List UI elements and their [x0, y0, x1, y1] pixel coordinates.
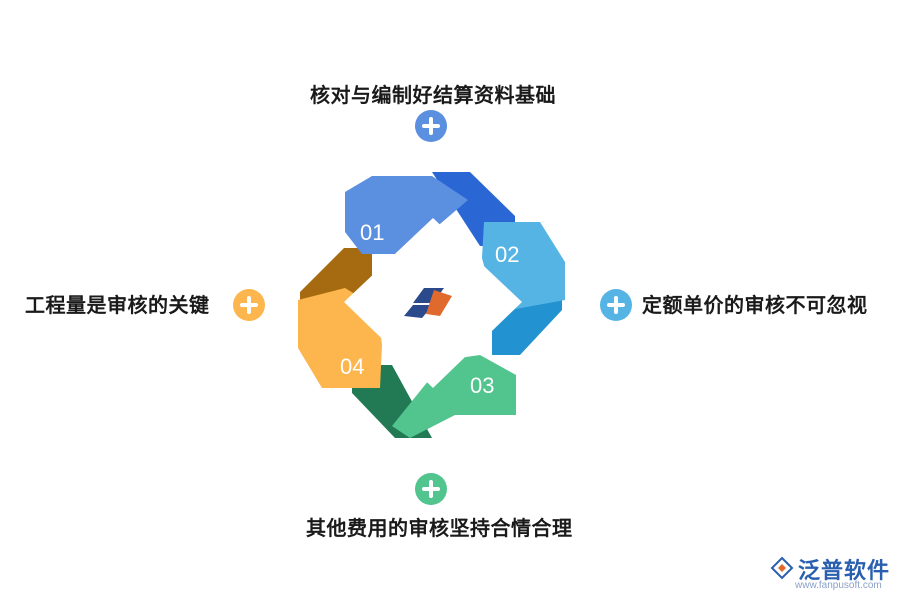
arrow-2-number: 02 [495, 242, 519, 267]
plus-icon-right[interactable] [600, 289, 632, 321]
brand-url: www.fanpusoft.com [795, 580, 882, 591]
plus-icon-bottom[interactable] [415, 473, 447, 505]
brand-name: 泛普软件 [798, 559, 891, 584]
arrow-4-number: 04 [340, 354, 364, 379]
plus-icon-top[interactable] [415, 110, 447, 142]
plus-icon-left[interactable] [233, 289, 265, 321]
item-label-left: 工程量是审核的关键 [25, 293, 210, 317]
arrow-3-number: 03 [470, 373, 494, 398]
cycle-arrow-3 [392, 355, 516, 438]
cycle-arrow-1 [345, 176, 468, 254]
center-logo-icon [404, 288, 452, 318]
item-label-right: 定额单价的审核不可忽视 [642, 293, 868, 317]
brand-logo-icon [770, 556, 794, 580]
item-label-top: 核对与编制好结算资料基础 [310, 83, 556, 107]
item-label-bottom: 其他费用的审核坚持合情合理 [306, 516, 573, 540]
arrow-1-number: 01 [360, 220, 384, 245]
